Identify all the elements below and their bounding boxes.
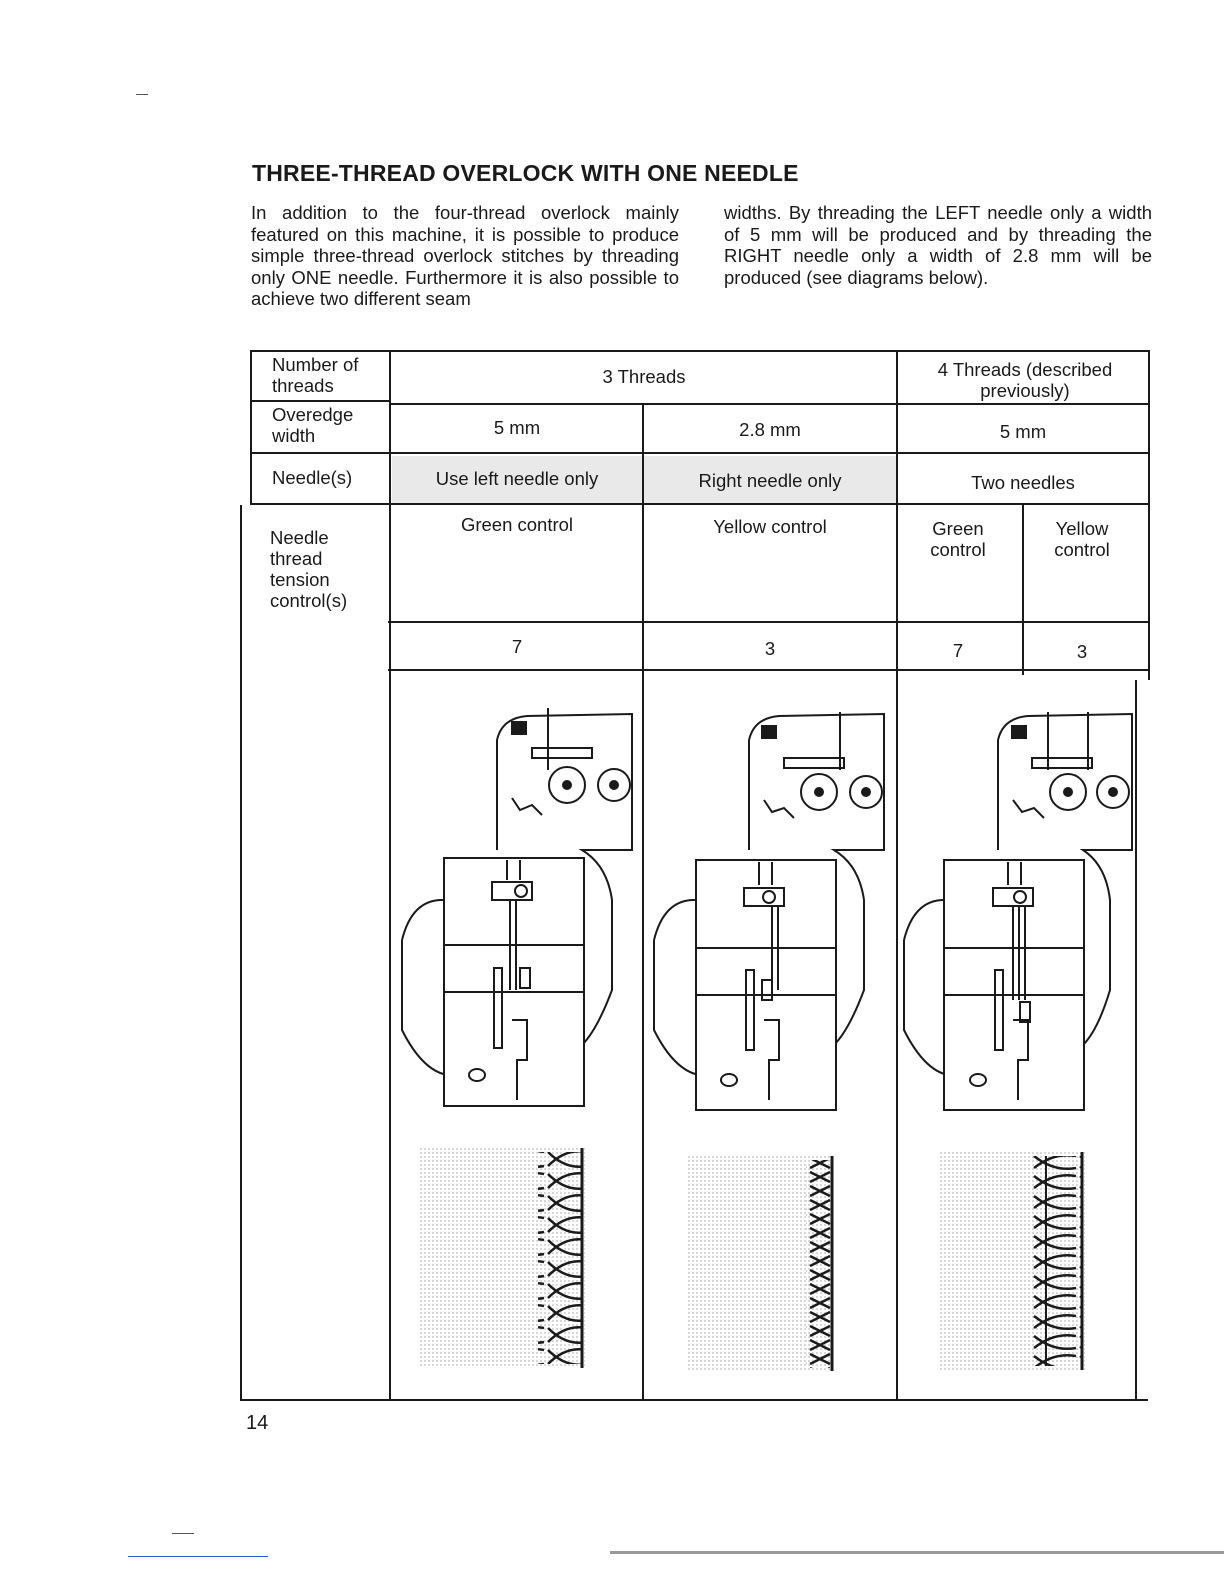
width-two-needles: 5 mm [999, 421, 1047, 442]
label-number-of-threads: Number of threads [272, 354, 359, 396]
page-number: 14 [246, 1412, 269, 1434]
label-needles: Needle(s) [272, 467, 353, 488]
scan-edge-bottom-left [128, 1556, 268, 1557]
shade-left-needle [392, 456, 642, 504]
machine-diagram-left-needle [401, 708, 633, 1107]
machine-diagram-two-needles [903, 712, 1133, 1111]
label-tension-controls: Needle thread tension control(s) [270, 527, 348, 611]
scan-edge-bottom-right [610, 1551, 1224, 1554]
machine-diagram-right-needle [653, 712, 885, 1111]
setting-green-4thread: 7 [952, 640, 964, 661]
intro-left-column: In addition to the four-thread overlock … [251, 202, 679, 309]
control-yellow-4thread: Yellow control [1054, 518, 1110, 560]
width-left-needle: 5 mm [493, 417, 541, 438]
stitch-sample-2_8mm-right [688, 1156, 834, 1371]
intro-right-column: widths. By threading the LEFT needle onl… [724, 202, 1152, 288]
shade-right-needle [644, 456, 896, 504]
setting-yellow-4thread: 3 [1076, 641, 1088, 662]
three-threads-header: 3 Threads [602, 366, 686, 387]
stitch-sample-5mm-left [420, 1148, 585, 1368]
scan-mark-top [136, 94, 148, 95]
setting-yellow-3thread: 3 [764, 638, 776, 659]
control-green-3thread: Green control [460, 514, 574, 535]
page-title: THREE-THREAD OVERLOCK WITH ONE NEEDLE [252, 160, 799, 186]
four-threads-header: 4 Threads (described previously) [937, 359, 1113, 401]
setting-green-3thread: 7 [511, 636, 523, 657]
control-yellow-3thread: Yellow control [713, 516, 827, 537]
needle-two-needles: Two needles [971, 472, 1075, 493]
label-overedge-width: Overedge width [272, 404, 354, 446]
control-green-4thread: Green control [930, 518, 986, 560]
width-right-needle: 2.8 mm [739, 419, 801, 440]
scan-mark-bottom [172, 1533, 194, 1534]
stitch-sample-5mm-two [940, 1152, 1085, 1370]
needle-right-only: Right needle only [698, 470, 842, 491]
needle-left-only: Use left needle only [435, 468, 599, 489]
